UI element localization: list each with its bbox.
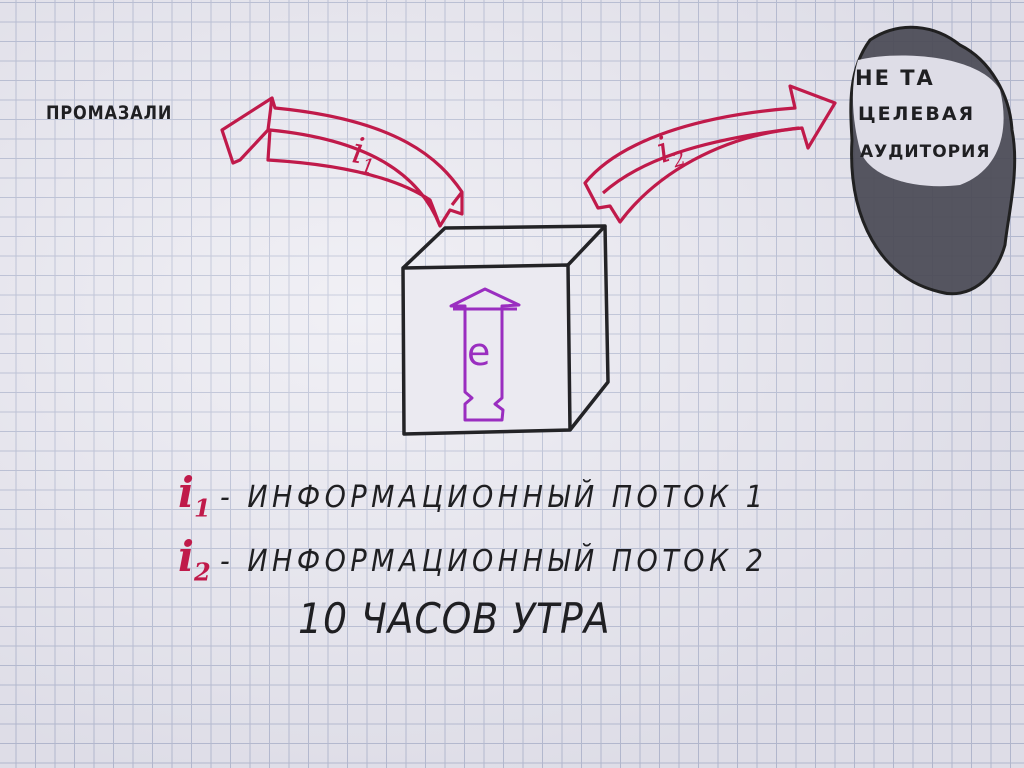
- legend-symbol-2-sub: 2: [193, 557, 211, 587]
- legend-symbol-2-letter: i: [178, 532, 194, 581]
- box-arrow-letter: e: [467, 330, 491, 374]
- cloud-label-line1: НЕ ТА: [855, 66, 935, 90]
- missed-label: ПРОМАЗАЛИ: [46, 102, 173, 124]
- legend-text-1: - ИНФОРМАЦИОННЫЙ ПОТОК 1: [220, 480, 768, 515]
- box-cube: [401, 224, 610, 436]
- box-up-arrow: [449, 287, 521, 422]
- legend-text-2: - ИНФОРМАЦИОННЫЙ ПОТОК 2: [220, 544, 768, 579]
- legend-symbol-2: i2: [178, 532, 211, 586]
- legend-item-1: i1 - ИНФОРМАЦИОННЫЙ ПОТОК 1: [178, 468, 829, 522]
- cloud-label-line2: ЦЕЛЕВАЯ: [858, 103, 976, 125]
- left-flow-arrow: [220, 96, 464, 228]
- time-note: 10 ЧАСОВ УТРА: [298, 594, 611, 643]
- legend-symbol-1-letter: i: [178, 468, 194, 517]
- cloud-label-line3: АУДИТОРИЯ: [860, 142, 991, 162]
- legend-symbol-1: i1: [178, 468, 211, 522]
- legend-item-2: i2 - ИНФОРМАЦИОННЫЙ ПОТОК 2: [178, 532, 829, 586]
- legend-symbol-1-sub: 1: [193, 493, 211, 523]
- right-flow-arrow: [583, 84, 837, 224]
